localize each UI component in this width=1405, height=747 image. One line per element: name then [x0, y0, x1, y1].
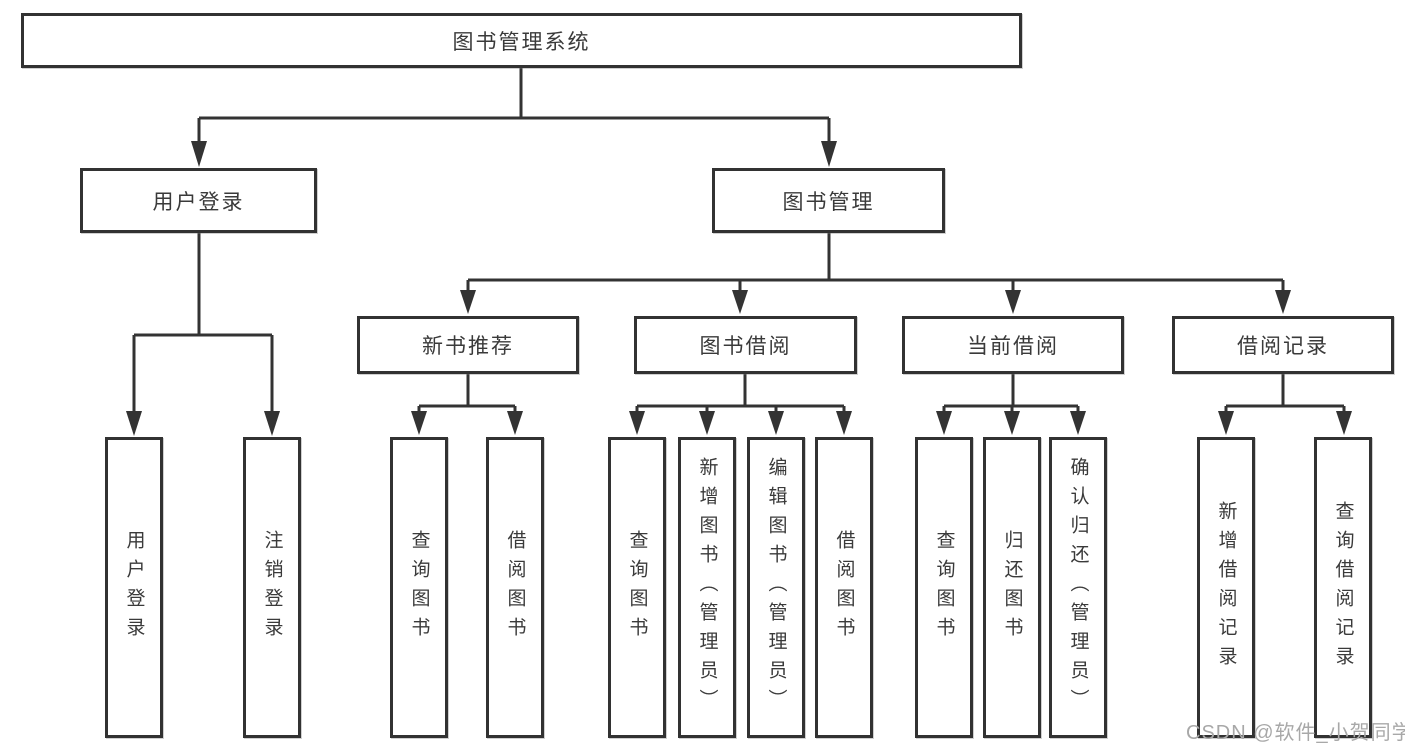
leaf-query-borrow-record: 查询借阅记录: [1314, 437, 1372, 738]
node-label: 图书借阅: [699, 335, 792, 358]
leaf-label: 查询图书: [408, 529, 430, 646]
leaf-borrow-books: 借阅图书: [815, 437, 873, 738]
leaf-label: 查询借阅记录: [1332, 500, 1354, 675]
leaf-add-books-admin: 新增图书（管理员）: [678, 437, 736, 738]
connector-borrow-branch: [629, 374, 852, 435]
leaf-label: 借阅图书: [833, 529, 855, 646]
connector-records-branch: [1218, 374, 1352, 435]
leaf-edit-books-admin: 编辑图书（管理员）: [747, 437, 805, 738]
leaf-confirm-return-admin: 确认归还（管理员）: [1049, 437, 1107, 738]
leaf-logout: 注销登录: [243, 437, 301, 738]
leaf-label: 归还图书: [1001, 529, 1023, 646]
node-book-borrowing: 图书借阅: [634, 316, 857, 374]
node-label: 借阅记录: [1237, 335, 1329, 358]
node-new-book-recommendation: 新书推荐: [357, 316, 579, 374]
leaf-label: 借阅图书: [504, 529, 526, 646]
node-label: 图书管理: [782, 190, 875, 214]
leaf-label: 新增图书（管理员）: [696, 457, 718, 718]
node-borrowing-records: 借阅记录: [1172, 316, 1394, 374]
leaf-query-books-borrow: 查询图书: [608, 437, 666, 738]
connector-user-branch: [126, 233, 280, 436]
leaf-label: 查询图书: [626, 529, 648, 646]
leaf-query-books-current: 查询图书: [915, 437, 973, 738]
csdn-watermark: CSDN @软件_小贺同学: [1186, 722, 1405, 744]
connector-books-branch: [460, 233, 1291, 314]
connector-newbook-branch: [411, 374, 523, 435]
node-current-borrowing: 当前借阅: [902, 316, 1124, 374]
leaf-label: 注销登录: [261, 529, 283, 646]
leaf-user-login: 用户登录: [105, 437, 163, 738]
leaf-return-books: 归还图书: [983, 437, 1041, 738]
leaf-label: 查询图书: [933, 529, 955, 646]
leaf-borrow-books-newbook: 借阅图书: [486, 437, 544, 738]
leaf-label: 确认归还（管理员）: [1067, 457, 1089, 718]
node-label: 用户登录: [152, 190, 245, 214]
leaf-label: 编辑图书（管理员）: [765, 457, 787, 718]
leaf-label: 新增借阅记录: [1215, 500, 1237, 675]
connector-root: [191, 68, 837, 167]
node-user-login: 用户登录: [80, 168, 317, 233]
leaf-label: 用户登录: [123, 529, 145, 646]
node-label: 当前借阅: [967, 335, 1059, 358]
connector-current-branch: [936, 374, 1086, 435]
leaf-add-borrow-record: 新增借阅记录: [1197, 437, 1255, 738]
node-book-management: 图书管理: [712, 168, 945, 233]
node-label: 新书推荐: [422, 335, 514, 358]
node-label: 图书管理系统: [452, 30, 591, 54]
leaf-query-books-newbook: 查询图书: [390, 437, 448, 738]
node-library-management-system: 图书管理系统: [21, 13, 1022, 68]
